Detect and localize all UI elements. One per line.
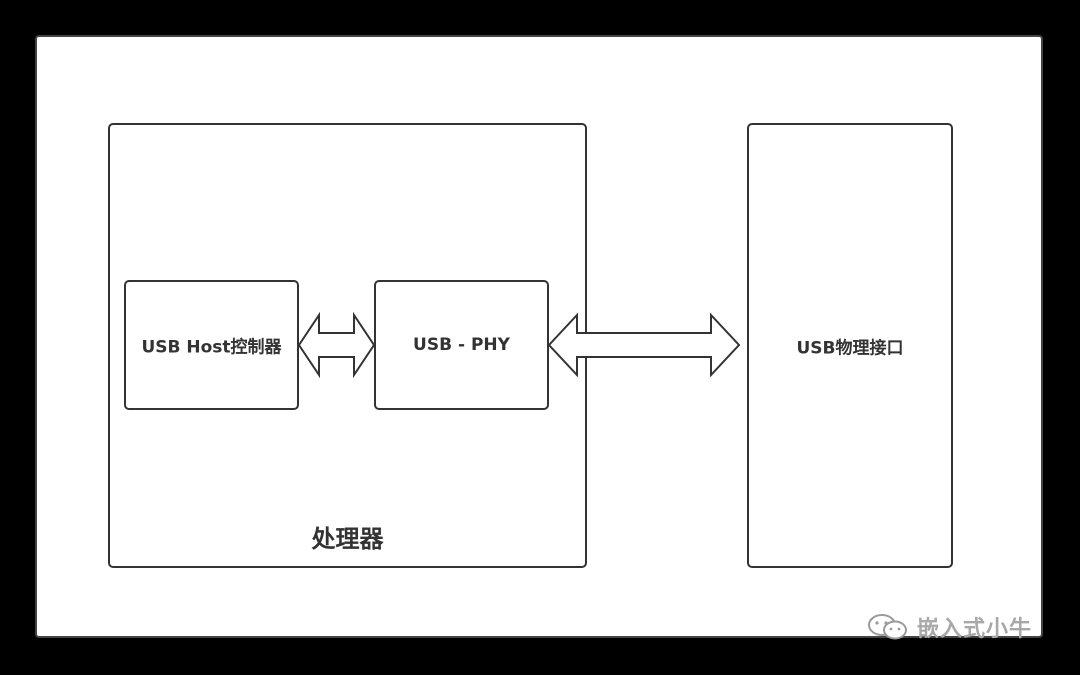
double-arrow-host-phy [297,311,376,379]
diagram-canvas: 处理器 USB Host控制器 USB - PHY USB物理接口 嵌入式小牛 [35,35,1043,642]
usb-host-controller-label: USB Host控制器 [141,337,282,358]
usb-host-controller-box: USB Host控制器 [124,280,299,410]
processor-title: 处理器 [311,525,384,553]
double-arrow-phy-interface [547,312,741,378]
usb-physical-interface-box: USB物理接口 [747,123,953,568]
wechat-icon [868,614,907,640]
usb-physical-interface-label: USB物理接口 [796,338,904,358]
usb-phy-label: USB - PHY [413,335,510,355]
connector-arrows [297,311,741,379]
watermark: 嵌入式小牛 [867,612,1032,642]
watermark-text: 嵌入式小牛 [917,617,1033,642]
